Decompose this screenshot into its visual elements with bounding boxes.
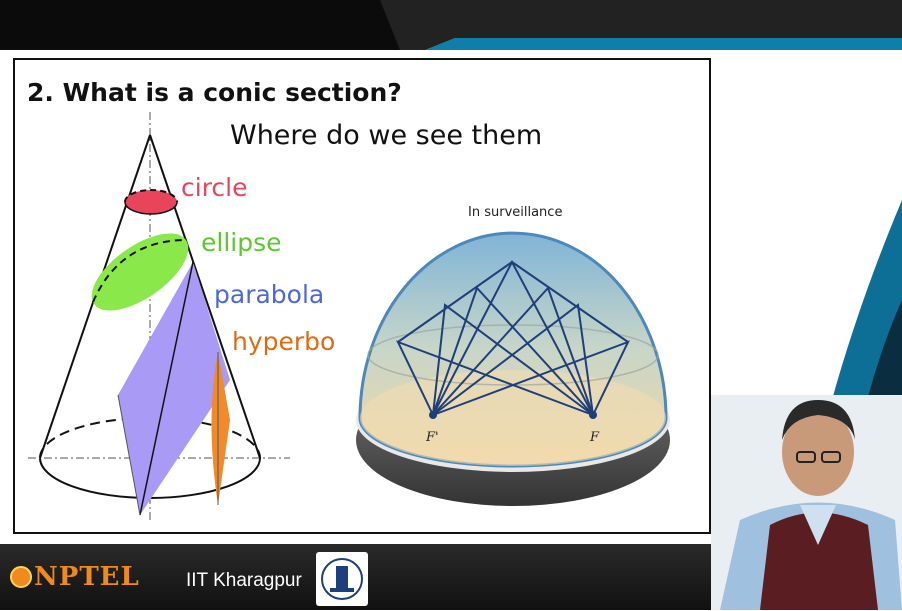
presenter-face: [782, 408, 854, 496]
nptel-logo-icon: [10, 566, 32, 588]
label-parabola: parabola: [214, 280, 325, 309]
slide-title: 2. What is a conic section?: [27, 78, 402, 107]
ellipse-section: [91, 233, 189, 311]
circle-section: [125, 190, 177, 214]
cone-base-back: [39, 417, 261, 459]
institute-name: IIT Kharagpur: [186, 570, 302, 591]
iit-kharagpur-logo-icon: [316, 552, 368, 606]
focus-right-point: [589, 411, 597, 419]
hyperbola-section: [211, 352, 230, 505]
focus-left-label: F': [426, 430, 439, 445]
parabola-section: [118, 262, 230, 515]
reflection-rays: [396, 259, 630, 416]
label-hyperbola: hyperbo: [232, 327, 336, 356]
nptel-wordmark: NPTEL: [34, 562, 140, 592]
focus-right-label: F: [590, 430, 600, 445]
slide-subtitle: Where do we see them: [230, 120, 543, 151]
focus-left-point: [429, 411, 437, 419]
label-circle: circle: [181, 173, 248, 202]
top-banner: [0, 0, 902, 50]
cone-right-edge: [149, 134, 261, 459]
label-ellipse: ellipse: [201, 228, 282, 257]
dome-caption: In surveillance: [468, 205, 563, 220]
presenter-vest: [760, 512, 878, 610]
